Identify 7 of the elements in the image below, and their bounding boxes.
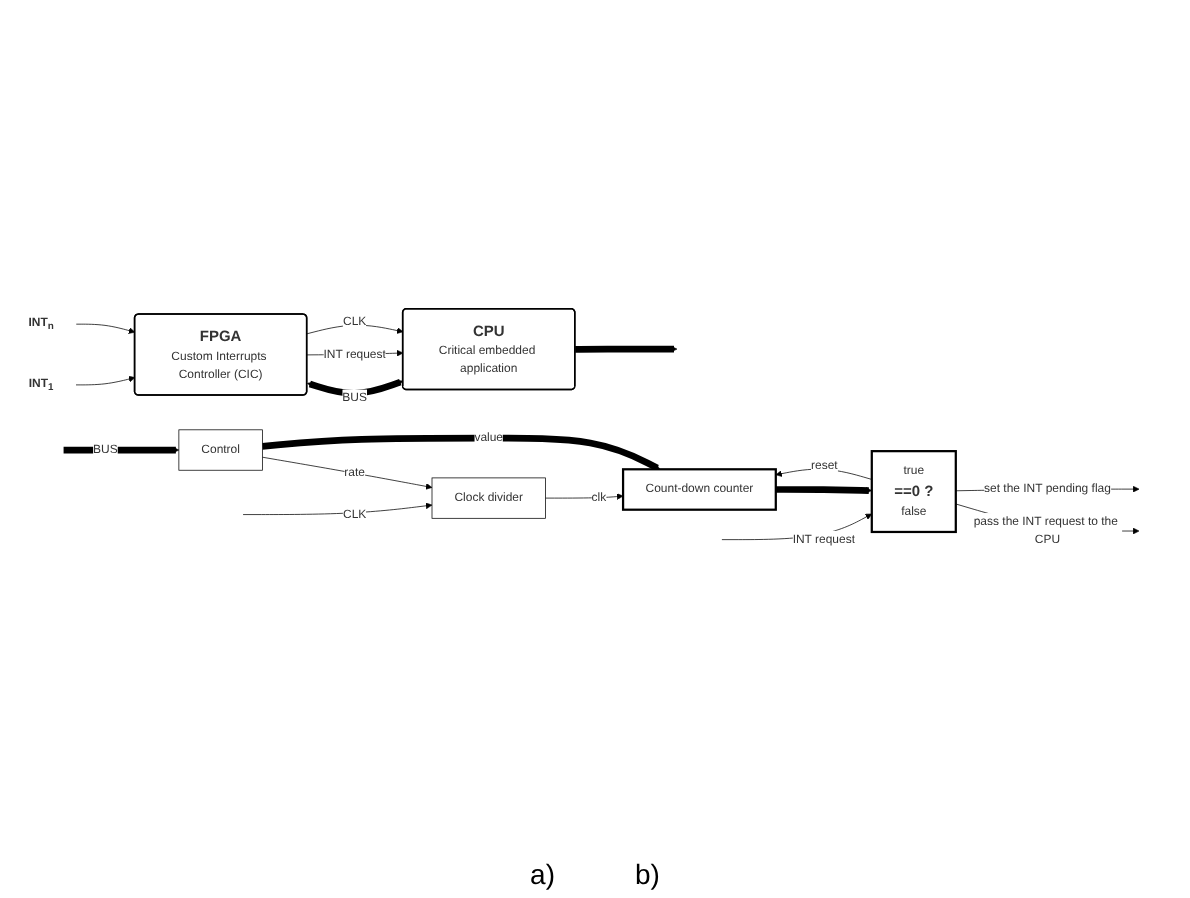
arrow [307,378,404,397]
panel-label: b) [635,858,660,890]
arrow [63,446,180,454]
arrow [575,345,678,353]
panel-label: a) [530,858,555,890]
arrow [775,486,873,494]
arrow [262,434,661,471]
